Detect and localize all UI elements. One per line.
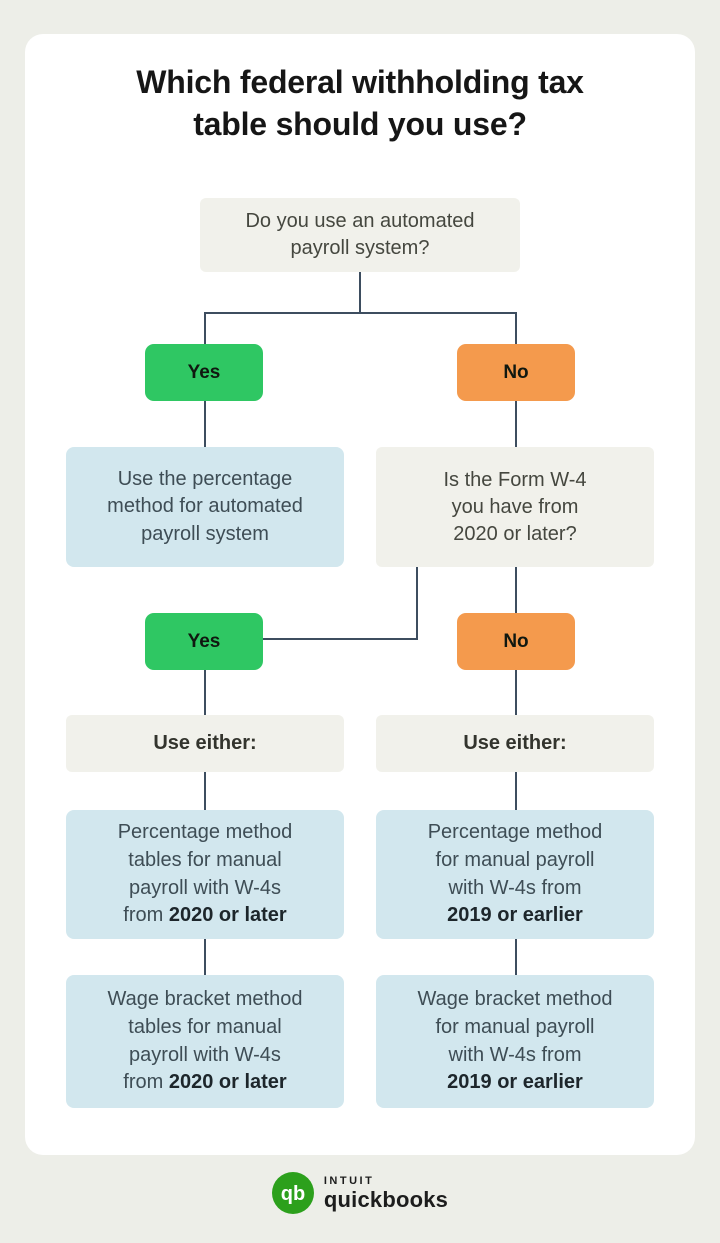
connector-q1-to-yes1 bbox=[204, 312, 206, 345]
no-button-2: No bbox=[457, 613, 575, 670]
connector-yes2-to-use-either bbox=[204, 670, 206, 715]
use-either-right: Use either: bbox=[376, 715, 654, 772]
quickbooks-logo: qb INTUIT quickbooks bbox=[0, 1172, 720, 1214]
connector-percentage-left-down bbox=[204, 939, 206, 975]
brand-wordmark: INTUIT quickbooks bbox=[324, 1175, 448, 1210]
no-button-1: No bbox=[457, 344, 575, 401]
intuit-wordmark: INTUIT bbox=[323, 1175, 375, 1188]
connector-q2-to-no2 bbox=[515, 567, 517, 614]
connector-q1-stub bbox=[359, 272, 361, 314]
connector-no1-to-q2 bbox=[515, 401, 517, 447]
qb-circle-icon: qb bbox=[271, 1172, 314, 1214]
connector-percentage-right-down bbox=[515, 939, 517, 975]
connector-q1-horizontal bbox=[204, 312, 517, 314]
use-either-left: Use either: bbox=[66, 715, 344, 772]
connector-yes1-to-result bbox=[204, 401, 206, 447]
yes-button-1: Yes bbox=[145, 344, 263, 401]
connector-no2-to-use-either bbox=[515, 670, 517, 715]
connector-use-either-right-down bbox=[515, 772, 517, 810]
connector-q1-to-no1 bbox=[515, 312, 517, 345]
connector-q2-yes-branch bbox=[416, 567, 418, 640]
connector-use-either-left-down bbox=[204, 772, 206, 810]
yes-button-2: Yes bbox=[145, 613, 263, 670]
connector-q2-yes-elbow bbox=[263, 638, 418, 640]
svg-text:qb: qb bbox=[281, 1183, 305, 1205]
quickbooks-wordmark: quickbooks bbox=[323, 1186, 449, 1212]
